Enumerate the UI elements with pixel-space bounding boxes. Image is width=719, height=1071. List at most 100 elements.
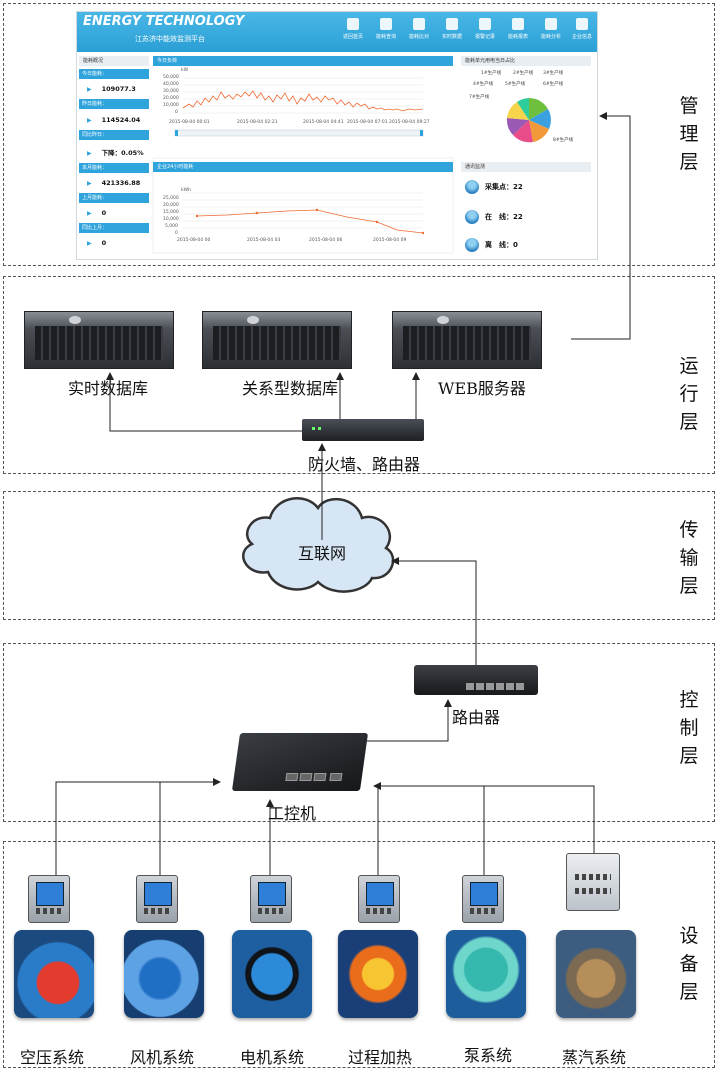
hourly-xtick: 2015-08-04 09 xyxy=(373,238,407,243)
server-web xyxy=(392,311,542,369)
layer-label-device: 设备层 xyxy=(679,925,699,1003)
kpi-label: 昨日能耗： xyxy=(79,99,149,109)
today-ytick: 10,000 xyxy=(163,103,179,108)
nav-realtime[interactable]: 实时数据 xyxy=(434,16,470,40)
today-xtick: 2015-08-04 04:41 xyxy=(303,120,344,125)
pie-title: 能耗单元用电当日占比 xyxy=(461,56,591,66)
company-icon xyxy=(576,18,588,30)
pie-label: 8#生产线 xyxy=(553,138,574,143)
pie-icon xyxy=(413,18,425,30)
realtime-icon xyxy=(446,18,458,30)
hourly-ytick: 10,000 xyxy=(163,217,179,222)
device-label: 蒸汽系统 xyxy=(562,1048,627,1067)
today-xtick: 2015-08-04 00:01 xyxy=(169,120,210,125)
hourly-xtick: 2015-08-04 06 xyxy=(309,238,343,243)
kpi-value: ▶114524.04 xyxy=(87,116,141,124)
hourly-ytick: 25,000 xyxy=(163,196,179,201)
today-load-line xyxy=(182,90,424,112)
internet-cloud xyxy=(242,497,395,593)
kpi-value: ▶0 xyxy=(87,239,107,247)
user-offline-icon xyxy=(465,238,479,252)
hourly-xtick: 2015-08-04 03 xyxy=(247,238,281,243)
kpi-value: ▶109077.3 xyxy=(87,85,136,93)
today-load-title: 今日负荷 xyxy=(153,56,453,66)
heater-image xyxy=(338,930,418,1018)
monitor-online: 在 线：22 xyxy=(465,210,523,224)
router-label: 路由器 xyxy=(452,708,501,727)
steam-meter xyxy=(566,853,620,911)
device-layer xyxy=(3,841,715,1068)
nav-query[interactable]: 能耗查询 xyxy=(368,16,404,40)
device-label: 电机系统 xyxy=(240,1048,305,1067)
today-ytick: 40,000 xyxy=(163,82,179,87)
device-label: 空压系统 xyxy=(20,1048,85,1067)
hourly-unit: kWh xyxy=(181,188,191,193)
router-device xyxy=(414,665,538,695)
nav-home[interactable]: 返回首页 xyxy=(335,16,371,40)
nav-analysis[interactable]: 能耗分析 xyxy=(533,16,569,40)
pie-label: 7#生产线 xyxy=(469,95,490,100)
server-relational-db xyxy=(202,311,352,369)
steam-system-image xyxy=(556,930,636,1018)
dashboard-charts xyxy=(152,77,551,254)
ipc-label: 工控机 xyxy=(268,804,317,823)
pie-label: 2#生产线 xyxy=(513,71,534,76)
search-icon xyxy=(380,18,392,30)
operation-layer xyxy=(3,276,715,474)
kpi-label: 同比上月： xyxy=(79,223,149,233)
server-logo-icon xyxy=(247,316,259,324)
power-meter xyxy=(28,875,70,923)
pie-label: 3#生产线 xyxy=(543,71,564,76)
kpi-value: ▶0 xyxy=(87,209,107,217)
hourly-ytick: 5,000 xyxy=(165,224,178,229)
today-ytick: 50,000 xyxy=(163,75,179,80)
server-label: WEB服务器 xyxy=(438,379,526,398)
today-xtick: 2015-08-04 07:01 xyxy=(347,120,388,125)
today-xtick: 2015-08-04 02:21 xyxy=(237,120,278,125)
dashboard-brand: ENERGY TECHNOLOGY xyxy=(83,14,245,29)
dashboard-banner: ENERGY TECHNOLOGY 江苏济中能效监测平台 返回首页 能耗查询 能… xyxy=(77,12,597,52)
power-meter xyxy=(462,875,504,923)
server-realtime-db xyxy=(24,311,174,369)
internet-label: 互联网 xyxy=(298,544,347,563)
dashboard-subtitle: 江苏济中能效监测平台 xyxy=(135,35,205,43)
nav-company[interactable]: 企业信息 xyxy=(564,16,597,40)
overview-title: 能耗概况 xyxy=(79,56,149,66)
monitor-points: 采集点：22 xyxy=(465,180,523,194)
layer-label-control: 控制层 xyxy=(679,689,699,767)
monitor-offline: 离 线：0 xyxy=(465,238,518,252)
device-label: 风机系统 xyxy=(130,1048,195,1067)
air-compressor-image xyxy=(14,930,94,1018)
bar-chart-icon xyxy=(545,18,557,30)
nav-alarm[interactable]: 报警记录 xyxy=(467,16,503,40)
nav-report[interactable]: 能耗报表 xyxy=(500,16,536,40)
pie-label: 6#生产线 xyxy=(543,82,564,87)
hourly-ytick: 20,000 xyxy=(163,203,179,208)
power-meter xyxy=(136,875,178,923)
power-meter xyxy=(358,875,400,923)
hourly-ytick: 15,000 xyxy=(163,210,179,215)
kpi-value: ▶下降：0.05% xyxy=(87,149,144,157)
layer-label-operation: 运行层 xyxy=(679,355,699,433)
server-label: 关系型数据库 xyxy=(242,379,339,398)
firewall-device xyxy=(302,419,424,441)
motor-image xyxy=(232,930,312,1018)
today-ytick: 30,000 xyxy=(163,89,179,94)
pie-label: 4#生产线 xyxy=(473,82,494,87)
home-icon xyxy=(347,18,359,30)
kpi-label: 上月能耗： xyxy=(79,193,149,203)
unit-share-pie xyxy=(506,98,551,143)
layer-label-management: 管理层 xyxy=(679,95,699,173)
management-layer xyxy=(3,3,715,266)
monitor-title: 通讯监测 xyxy=(461,162,591,172)
server-label: 实时数据库 xyxy=(68,379,149,398)
nav-compare[interactable]: 能耗比对 xyxy=(401,16,437,40)
control-layer xyxy=(3,643,715,822)
server-logo-icon xyxy=(437,316,449,324)
today-unit: kW xyxy=(181,68,189,73)
alarm-icon xyxy=(479,18,491,30)
today-ytick: 20,000 xyxy=(163,96,179,101)
today-xtick: 2015-08-04 09:27 xyxy=(389,120,430,125)
today-ytick: 0 xyxy=(175,110,178,115)
